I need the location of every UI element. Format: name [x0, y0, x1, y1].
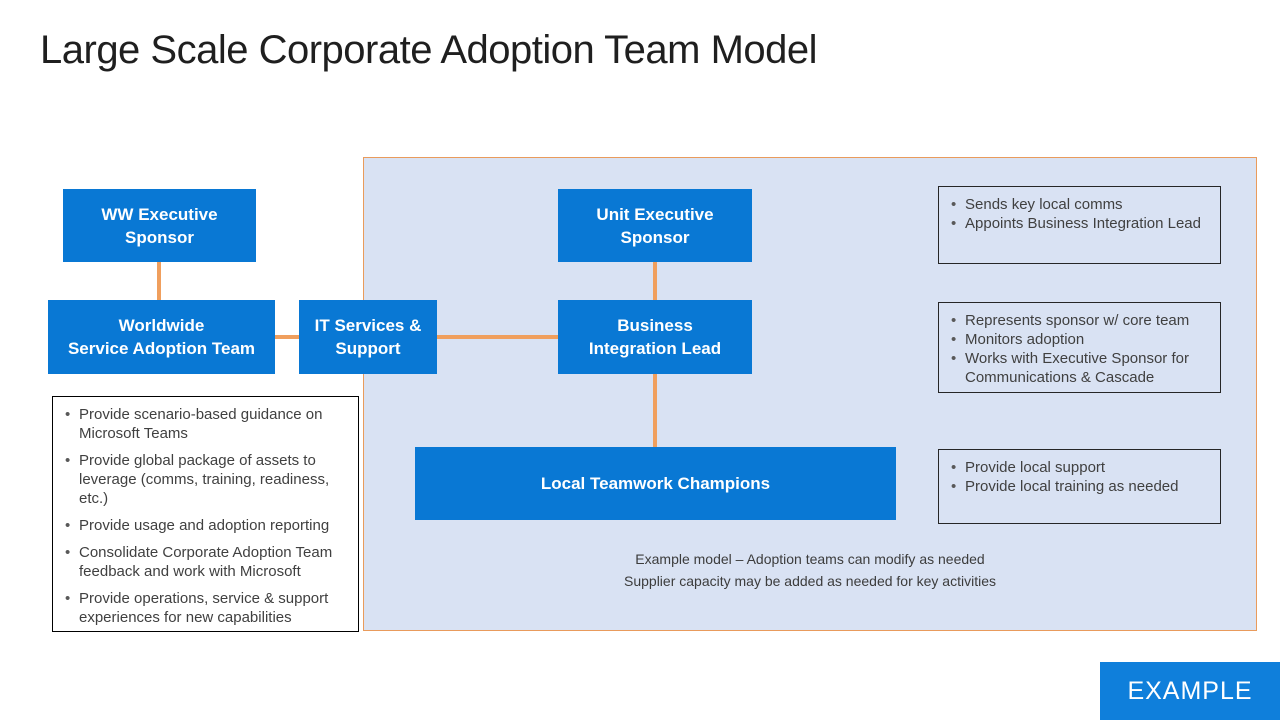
- connector-ww-sponsor-to-team: [157, 261, 161, 301]
- connector-unit-sponsor-to-lead: [653, 261, 657, 301]
- connector-team-to-it: [275, 335, 301, 339]
- box-business-integration-lead: Business Integration Lead: [558, 300, 752, 374]
- box-unit-executive-sponsor: Unit Executive Sponsor: [558, 189, 752, 262]
- page-title: Large Scale Corporate Adoption Team Mode…: [40, 28, 818, 72]
- box-label: Local Teamwork Champions: [540, 474, 771, 493]
- box-it-services-support: IT Services & Support: [299, 300, 437, 374]
- note-item: Works with Executive Sponsor for Communi…: [951, 349, 1210, 387]
- note-item: Consolidate Corporate Adoption Team feed…: [65, 543, 348, 581]
- business-unit-panel: [363, 157, 1257, 631]
- note-item: Provide global package of assets to leve…: [65, 451, 348, 508]
- box-label: IT Services &: [314, 316, 422, 335]
- note-item: Provide scenario-based guidance on Micro…: [65, 405, 348, 443]
- box-label: Service Adoption Team: [67, 339, 256, 358]
- box-local-teamwork-champions: Local Teamwork Champions: [415, 447, 896, 520]
- box-label: Business: [617, 316, 693, 335]
- note-item: Represents sponsor w/ core team: [951, 311, 1210, 330]
- note-item: Monitors adoption: [951, 330, 1210, 349]
- note-integration-lead-responsibilities: Represents sponsor w/ core team Monitors…: [938, 302, 1221, 393]
- note-worldwide-team-responsibilities: Provide scenario-based guidance on Micro…: [52, 396, 359, 632]
- note-list: Sends key local comms Appoints Business …: [939, 187, 1220, 241]
- box-label: Sponsor: [125, 227, 194, 247]
- example-badge-label: EXAMPLE: [1127, 676, 1253, 705]
- box-label: Integration Lead: [588, 339, 722, 358]
- note-list: Provide local support Provide local trai…: [939, 450, 1220, 504]
- note-item: Provide operations, service & support ex…: [65, 589, 348, 627]
- note-champions-responsibilities: Provide local support Provide local trai…: [938, 449, 1221, 524]
- box-label: Sponsor: [620, 227, 690, 247]
- box-label: Worldwide: [118, 316, 205, 335]
- note-item: Sends key local comms: [951, 195, 1210, 214]
- note-list: Provide scenario-based guidance on Micro…: [53, 397, 358, 635]
- note-item: Provide local training as needed: [951, 477, 1210, 496]
- example-badge: EXAMPLE: [1100, 662, 1280, 720]
- box-label: Unit Executive: [596, 204, 714, 224]
- note-item: Provide usage and adoption reporting: [65, 516, 348, 535]
- note-list: Represents sponsor w/ core team Monitors…: [939, 303, 1220, 395]
- note-item: Provide local support: [951, 458, 1210, 477]
- panel-footer-line1: Example model – Adoption teams can modif…: [635, 551, 985, 567]
- connector-lead-to-champions: [653, 374, 657, 448]
- box-label: Support: [335, 339, 401, 358]
- box-label: WW Executive: [101, 204, 218, 224]
- note-unit-sponsor-responsibilities: Sends key local comms Appoints Business …: [938, 186, 1221, 264]
- note-item: Appoints Business Integration Lead: [951, 214, 1210, 233]
- connector-it-to-lead: [435, 335, 560, 339]
- box-worldwide-service-adoption-team: Worldwide Service Adoption Team: [48, 300, 275, 374]
- box-ww-executive-sponsor: WW Executive Sponsor: [63, 189, 256, 262]
- panel-footer-line2: Supplier capacity may be added as needed…: [624, 573, 996, 589]
